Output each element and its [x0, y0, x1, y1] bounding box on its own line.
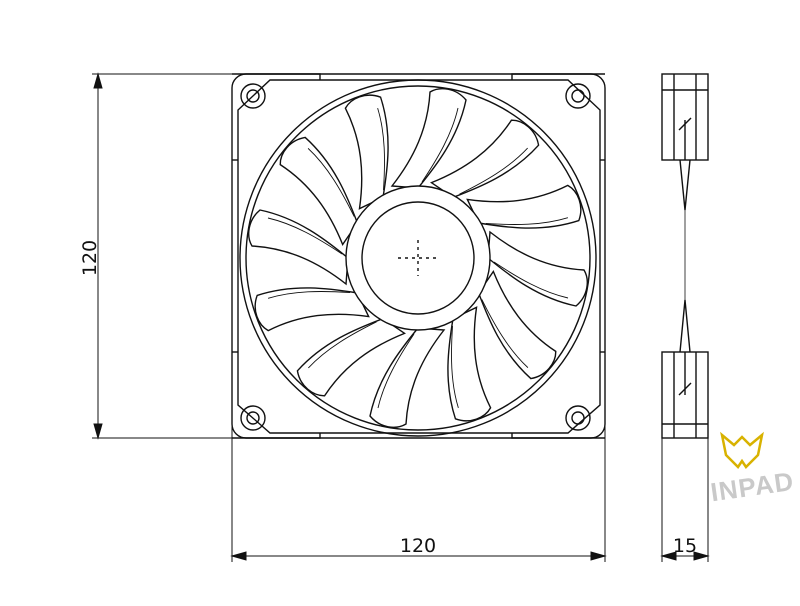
blade-profile-upper [679, 159, 691, 211]
center-crosshair-icon [398, 240, 438, 276]
fan-blade [296, 317, 406, 397]
fan-hub-inner [361, 201, 475, 315]
blade-profile-lower [679, 299, 691, 353]
dimension-lines [92, 72, 710, 562]
logo-mask-icon [720, 431, 764, 469]
corner-notch-bottom-left [232, 433, 321, 439]
mounting-hole-top-right [565, 83, 591, 109]
fan-side-view [661, 73, 709, 439]
fan-blades [248, 88, 588, 428]
fan-blade [344, 94, 389, 210]
watermark-text: INPAD [709, 466, 796, 507]
fan-blade [254, 287, 370, 332]
fan-front-view [231, 73, 606, 439]
mounting-hole-bottom-left [240, 405, 266, 431]
corner-notch-top-right [511, 73, 605, 80]
mounting-hole-top-left [240, 83, 266, 109]
fan-blade [487, 230, 588, 307]
fan-hub-outer [345, 185, 491, 331]
fan-blade [477, 270, 557, 380]
fan-blade [430, 119, 540, 199]
mounting-hole-bottom-right [565, 405, 591, 431]
fan-blade [248, 209, 349, 286]
fan-blade [466, 184, 582, 229]
fan-blade [369, 327, 446, 428]
fan-opening-outer-ring [239, 79, 597, 437]
corner-notch-top-left [232, 73, 321, 80]
fan-opening-inner-ring [245, 85, 591, 431]
inpad-logo: INPAD [709, 431, 796, 507]
depth-dimension-label: 15 [673, 535, 697, 557]
fan-frame-outline [231, 73, 606, 439]
fan-blade [390, 88, 467, 189]
fan-blade [447, 306, 492, 422]
fan-blade [279, 136, 359, 246]
width-dimension-label: 120 [400, 535, 436, 557]
height-dimension-label: 120 [79, 240, 101, 276]
corner-notch-bottom-right [511, 433, 605, 439]
